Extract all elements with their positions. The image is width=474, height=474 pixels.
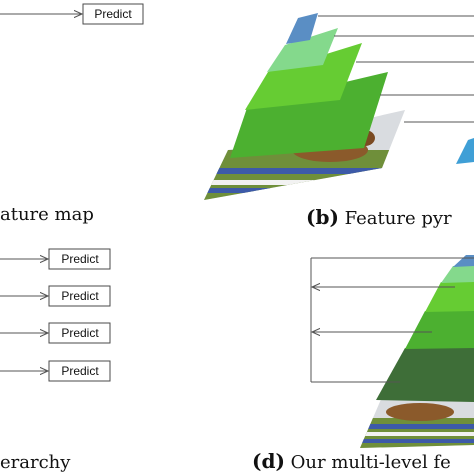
svg-text:Predict: Predict: [61, 252, 99, 266]
pyramid-level-1-d: [453, 255, 474, 267]
pyramid-level-3-b: [245, 43, 362, 110]
pyramid-level-4-d: [405, 309, 474, 349]
predict-box-c2: Predict: [48, 285, 111, 307]
panel-d: (d) Our multi-level fe: [252, 255, 474, 473]
pyramid-level-2-b: [267, 28, 338, 72]
predict-box-c1: Predict: [48, 248, 111, 270]
panel-a: Predict ature map: [0, 3, 144, 225]
pyramid-level-3-d: [425, 281, 474, 312]
panel-c: Predict Predict Predict Predict erarchy: [0, 248, 111, 473]
predict-box-a: Predict: [82, 3, 144, 25]
caption-b: (b) Feature pyr: [306, 205, 452, 229]
caption-d: (d) Our multi-level fe: [252, 449, 451, 473]
pyramid-level-2-d: [441, 265, 474, 283]
predict-box-c3: Predict: [48, 322, 111, 344]
predict-label-a: Predict: [94, 7, 132, 21]
pyramid-level-4-b: [230, 72, 388, 158]
pyramid-level-small-b: [456, 138, 474, 164]
svg-text:Predict: Predict: [61, 289, 99, 303]
predict-box-c4: Predict: [48, 360, 111, 382]
svg-text:Predict: Predict: [61, 364, 99, 378]
pyramid-level-5-d: [376, 346, 474, 402]
caption-a: ature map: [0, 204, 94, 225]
photo-fence-rail: [204, 168, 405, 174]
panel-b: (b) Feature pyr: [204, 13, 474, 229]
caption-c: erarchy: [0, 452, 71, 473]
svg-text:Predict: Predict: [61, 326, 99, 340]
pyramid-level-1-b: [286, 13, 318, 44]
